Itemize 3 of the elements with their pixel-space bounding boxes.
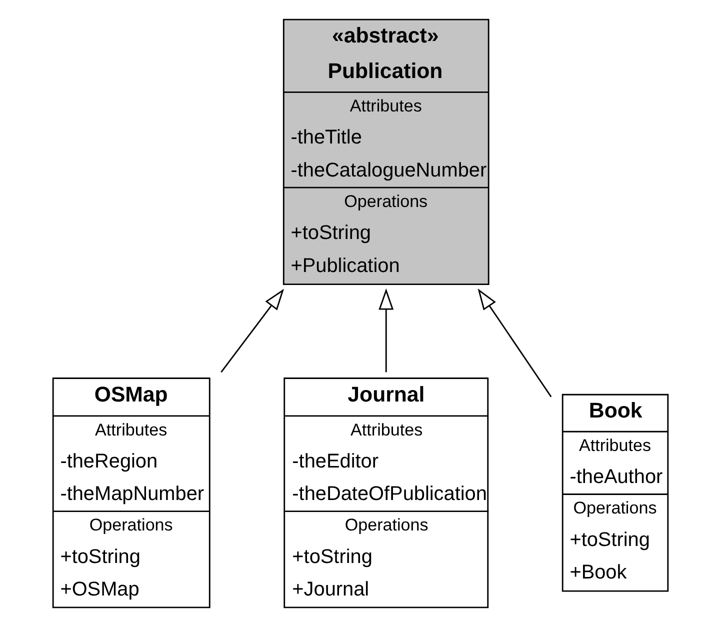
arrow (220, 288, 284, 373)
arrow (478, 288, 552, 398)
arrow (378, 288, 394, 372)
